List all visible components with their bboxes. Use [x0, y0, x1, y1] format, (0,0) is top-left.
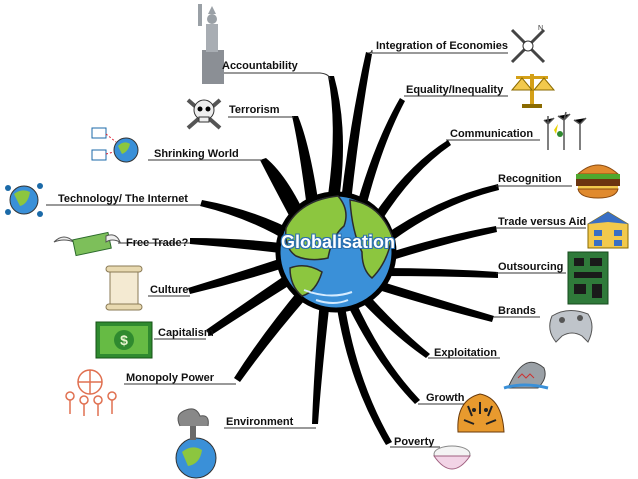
skull-crossbones-icon [186, 98, 222, 130]
topic-environment: Environment [226, 416, 294, 428]
globe-land-right [349, 199, 393, 280]
spoke-free-trade [190, 238, 290, 254]
rice-bowl-icon [433, 445, 471, 470]
game-controller-icon [549, 310, 593, 343]
topic-growth: Growth [426, 392, 465, 404]
topic-technology-internet: Technology/ The Internet [58, 193, 188, 205]
spoke-technology [200, 200, 300, 244]
topic-monopoly-power: Monopoly Power [126, 372, 214, 384]
spoke-trade-aid [378, 226, 497, 264]
topic-exploitation: Exploitation [434, 347, 497, 359]
globe-land-left [284, 195, 347, 261]
spoke-capitalism [206, 272, 298, 336]
statue-of-liberty-icon [198, 4, 224, 84]
spoke-growth [346, 298, 420, 404]
topic-trade-versus-aid: Trade versus Aid [498, 216, 587, 228]
spoke-communication [362, 140, 451, 240]
connected-globe-icon [5, 183, 43, 217]
spokes [188, 52, 499, 445]
building-icon [587, 211, 629, 249]
shark-icon [503, 361, 549, 390]
compass-icon: N [510, 25, 546, 64]
tiger-icon [457, 393, 505, 433]
globe-land-bottom [289, 265, 323, 297]
topic-integration-of-economies: Integration of Economies [376, 40, 509, 52]
svg-text:N: N [538, 25, 543, 32]
spoke-monopoly [234, 286, 310, 382]
globe [275, 191, 397, 313]
topic-outsourcing: Outsourcing [498, 261, 564, 273]
topic-terrorism: Terrorism [229, 104, 280, 116]
topic-culture: Culture [150, 284, 189, 296]
spoke-culture [188, 256, 290, 294]
topic-free-trade: Free Trade? [126, 237, 189, 249]
topic-brands: Brands [498, 305, 536, 317]
spoke-outsourcing [380, 268, 498, 278]
spoke-integration [338, 52, 372, 230]
dollar-bill-icon: $ [95, 321, 153, 359]
circuit-board-icon [567, 251, 609, 305]
svg-text:$: $ [120, 332, 128, 348]
topic-shrinking-world: Shrinking World [154, 148, 239, 160]
spoke-brands [372, 280, 494, 322]
topic-communication: Communication [450, 128, 534, 140]
connector-lines [46, 49, 586, 448]
spoke-environment [312, 300, 330, 424]
hamburger-icon [576, 164, 620, 199]
people-holding-globe-icon [65, 369, 117, 416]
topic-accountability: Accountability [222, 60, 298, 72]
networked-globe-icon [91, 127, 139, 163]
flying-money-icon [53, 231, 121, 257]
scroll-icon [105, 265, 143, 311]
topic-capitalism: Capitalism [158, 327, 214, 339]
topic-poverty: Poverty [394, 436, 435, 448]
wind-turbines-icon [543, 111, 587, 150]
topic-recognition: Recognition [498, 173, 562, 185]
spoke-exploitation [358, 292, 430, 358]
balance-scale-icon [510, 74, 556, 108]
polluted-earth-icon [175, 408, 217, 479]
spoke-accountability [322, 76, 343, 230]
topic-equality-inequality: Equality/Inequality [406, 84, 504, 96]
center-title: Globalisation [280, 232, 395, 252]
spoke-poverty [336, 300, 392, 445]
